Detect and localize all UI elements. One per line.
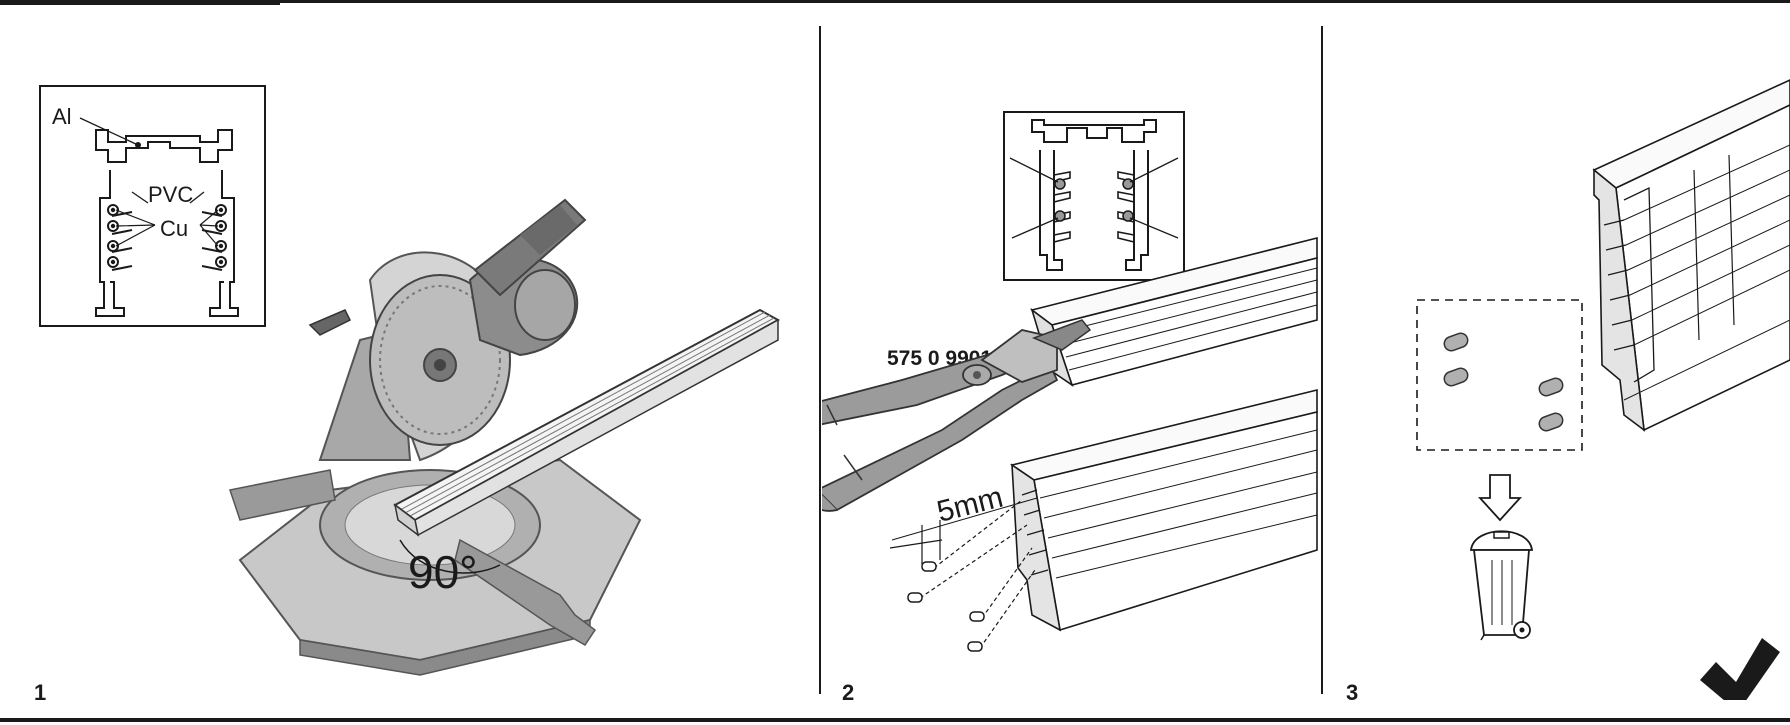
label-al: Al: [52, 104, 72, 129]
track-profile-icon: [1003, 111, 1185, 281]
panel-step-3: [1416, 79, 1790, 700]
step-number-1: 1: [34, 680, 47, 705]
removed-conductors: [1416, 299, 1583, 451]
top-rule: [0, 0, 1790, 3]
label-angle: 90°: [408, 546, 478, 598]
miter-saw-icon: 90°: [229, 198, 781, 676]
panel-step-2: 575 0 9901: [822, 111, 1318, 652]
arrow-down-icon: [1477, 474, 1523, 522]
track-end: [1592, 79, 1790, 432]
step-number-3: 3: [1346, 680, 1359, 705]
label-pvc: PVC: [148, 182, 193, 207]
track-lower: 5mm: [889, 388, 1318, 652]
step-number-2: 2: [842, 680, 855, 705]
checkmark-icon: [1700, 638, 1780, 700]
track-upper: [1030, 236, 1318, 387]
cross-section-inset: Al PVC Cu: [39, 85, 266, 327]
waste-bin-icon: [1469, 530, 1534, 641]
panel-divider-2: [1321, 26, 1323, 694]
top-rule-tab: [0, 0, 280, 5]
panel-step-1: Al PVC Cu: [39, 85, 781, 676]
panel-divider-1: [819, 26, 821, 694]
label-cu: Cu: [160, 216, 188, 241]
label-strip-length: 5mm: [934, 481, 1007, 529]
pliers-tool-icon: [822, 319, 1092, 512]
bottom-rule: [0, 718, 1790, 722]
